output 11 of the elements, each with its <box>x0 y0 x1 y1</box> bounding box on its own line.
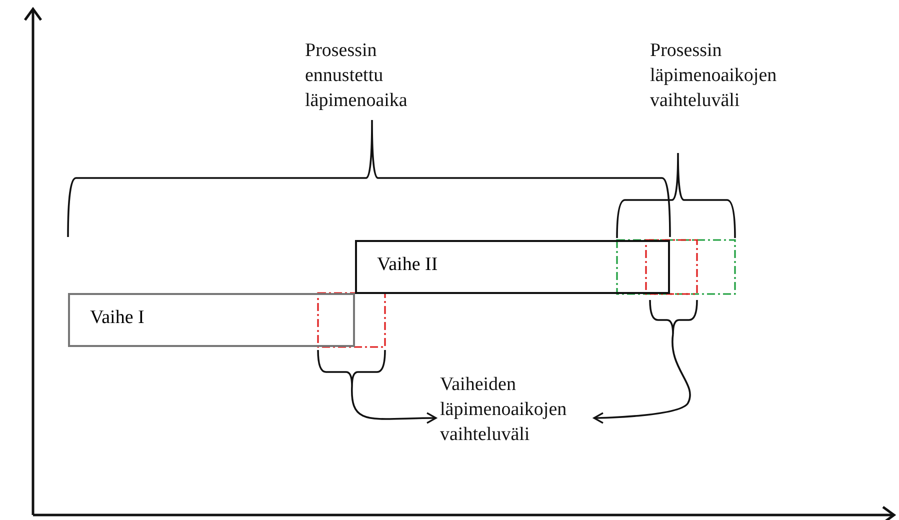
annotation-text: Prosessin läpimenoaikojen vaihteluväli <box>650 39 778 113</box>
curved-arrow <box>593 334 691 424</box>
curved-arrow <box>351 386 437 424</box>
brace <box>649 300 698 335</box>
phase-bar <box>68 293 355 347</box>
phase-label: Vaihe I <box>90 307 144 329</box>
brace <box>317 350 386 387</box>
annotation-text: Vaiheiden läpimenoaikojen vaihteluväli <box>440 372 590 447</box>
phase-bar <box>355 240 670 294</box>
phase-label: Vaihe II <box>377 254 438 276</box>
annotation-text: Prosessin ennustettu läpimenoaika <box>305 39 408 113</box>
